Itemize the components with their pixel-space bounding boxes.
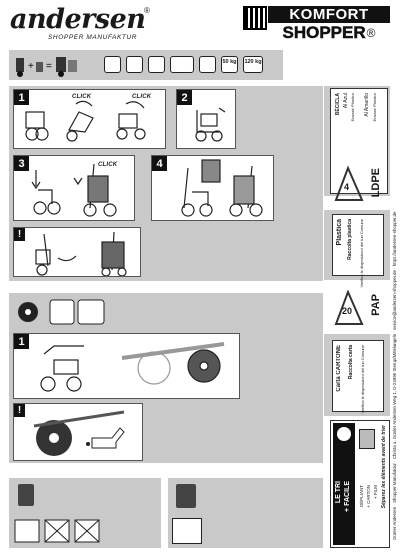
step-number: 3	[14, 156, 29, 171]
click-label: CLICK	[98, 162, 118, 168]
step-1-illustration	[25, 100, 146, 142]
step-4-panel: 4	[151, 155, 274, 221]
step-4-illustration	[181, 159, 263, 217]
shopper-attach-icon: +=	[14, 54, 86, 78]
brand-logo: andersen ® SHOPPER MANUFAKTUR	[8, 4, 158, 44]
wheel-warning-panel: !	[13, 403, 143, 461]
warning-illustration	[35, 231, 127, 276]
step-2-panel: 2	[176, 89, 236, 149]
ldpe-label: LDPE	[370, 168, 382, 198]
triman-panel	[333, 423, 355, 545]
tray-icon	[199, 56, 216, 73]
ldpe-recycle-symbol: 4 LDPE	[326, 160, 388, 208]
italy-paper-box: Carta CARTONE Raccolta carta Verifica le…	[332, 340, 384, 414]
triman-detail: + CARTON	[366, 485, 371, 508]
logo-wordmark: andersen	[10, 4, 146, 35]
plastic-sub: Raccolta plastica	[347, 219, 353, 260]
triman-line2: + FACILE	[344, 481, 351, 512]
paper-sub: Raccolta carta	[348, 345, 354, 380]
product-logo: KOMFORT SHOPPER ®	[268, 6, 390, 42]
care-icons	[14, 518, 102, 544]
triman-bin-icon	[359, 429, 375, 449]
plastic-title: Plastica	[336, 219, 343, 246]
spain-recycling-box: BÉCICLA Al Azul Envase Plástico Al Amari…	[330, 88, 388, 194]
step-number: 1	[14, 90, 29, 105]
trolley-icon	[104, 56, 121, 73]
wheel-icon-strip	[14, 297, 114, 327]
paper-title: Carta CARTONE	[336, 345, 342, 392]
warning-icon: !	[14, 228, 25, 241]
logo-tagline: SHOPPER MANUFAKTUR	[48, 34, 138, 41]
pap-recycle-symbol: 20 PAP	[326, 284, 388, 332]
spain-line: Envase Plástico	[350, 93, 355, 122]
warning-panel: !	[13, 227, 141, 277]
spain-line: BÉCICLA	[335, 93, 341, 116]
weight-50kg-icon: 50 kg	[221, 56, 238, 73]
step-number: 4	[152, 156, 167, 171]
step-1-panel: 1 CLICK CLICK	[13, 89, 166, 149]
wheel-step-illustration	[40, 342, 225, 392]
step-3-illustration	[31, 163, 117, 217]
triman-detail: DÉPLIANT	[359, 485, 364, 508]
spain-line: Al Azul	[343, 93, 349, 109]
push-icon	[148, 56, 165, 73]
spain-line: Envase Plástico	[372, 93, 377, 122]
qr-code	[243, 6, 267, 30]
step-number: 2	[177, 90, 192, 105]
weight-120kg-icon: 120 kg	[243, 56, 263, 73]
paper-note: Verifica le disposizioni del tuo Comune	[360, 345, 365, 414]
plastic-note: Verifica le disposizioni del tuo Comune	[359, 219, 364, 288]
triman-box: LE TRI + FACILE DÉPLIANT + CARTON + FILM…	[330, 420, 390, 548]
bicycle-icon	[170, 56, 194, 73]
product-registered: ®	[366, 25, 376, 40]
product-line2: SHOPPER	[282, 22, 366, 42]
triman-line1: LE TRI	[335, 481, 342, 504]
pap-label: PAP	[370, 294, 382, 316]
trolley-small-icon	[176, 484, 196, 508]
svg-text:+: +	[28, 61, 34, 72]
oil-illustration	[33, 410, 125, 456]
footer-address: Günter Andersen · Shopper Manufaktur · C…	[392, 211, 397, 541]
triman-detail: + FILM	[373, 485, 378, 500]
wheel-step-1-panel: 1	[13, 333, 240, 399]
warning-icon: !	[14, 404, 25, 417]
triman-circle-icon	[337, 427, 351, 441]
product-line1: KOMFORT	[268, 6, 390, 23]
ldpe-code: 4	[344, 182, 350, 192]
care-icons-right	[172, 518, 202, 544]
triman-slogan: Séparez les éléments avant de trier	[381, 425, 387, 509]
spain-line: Al Amarillo	[364, 93, 370, 117]
bag-icon	[18, 484, 34, 506]
svg-text:=: =	[46, 61, 52, 72]
stairs-icon	[126, 56, 143, 73]
italy-plastic-box: Plastica Raccolta plastica Verifica le d…	[332, 214, 384, 287]
pap-code: 20	[342, 306, 353, 316]
feature-icons: 50 kg 120 kg	[104, 53, 279, 77]
step-number: 1	[14, 334, 29, 349]
click-label: CLICK	[72, 94, 92, 100]
step-2-illustration	[195, 107, 226, 142]
logo-registered: ®	[144, 6, 150, 15]
click-label: CLICK	[132, 94, 152, 100]
step-3-panel: 3 CLICK	[13, 155, 135, 221]
